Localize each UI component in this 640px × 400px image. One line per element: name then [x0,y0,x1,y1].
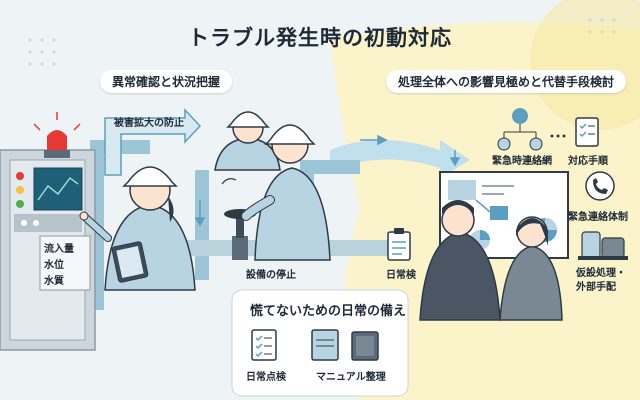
discussion-woman [499,216,563,321]
daily-inspection-right-label: 日常検 [386,270,416,281]
preparation-title: 慌てないための日常の備え [250,304,407,319]
prevent-spread-label: 被害拡大の防止 [114,118,184,129]
daily-check-label: 日常点検 [246,372,286,383]
page-title: トラブル発生時の初動対応 [188,26,452,50]
response-procedure-label: 対応手順 [568,156,608,167]
org-chart-icon [497,108,566,151]
alarm-light [33,112,81,158]
daily-check-icon [251,329,277,361]
worker-back [214,111,281,171]
inspector-woman [79,166,196,291]
section-left-label: 異常確認と状況把握 [100,70,233,93]
worker-front [221,124,331,261]
emergency-network-label: 緊急時連絡網 [492,156,552,167]
stop-equipment-label: 設備の停止 [246,270,296,281]
flow-arrow-right [330,140,470,178]
temp-treatment-label-1: 仮設処理・ [576,268,626,279]
prevent-spread-arrow [104,108,202,176]
panel-item-inflow: 流入量 [44,244,74,255]
dot-pattern [28,18,616,66]
sun-glow [530,0,640,130]
manual-book-icon [351,331,379,361]
procedure-checklist-icon [575,117,599,147]
emergency-contact-label: 緊急連絡体制 [568,212,628,223]
panel-item-level: 水位 [44,260,64,271]
temporary-tanks-icon [578,231,628,260]
manual-binder-icon [311,329,339,361]
manual-org-label: マニュアル整理 [316,372,386,383]
temp-treatment-label-2: 外部手配 [576,282,616,293]
section-right-label: 処理全体への影響見極めと代替手段検討 [386,70,627,93]
panel-item-quality: 水質 [44,276,64,287]
phone-icon [585,171,615,201]
daily-clipboard-icon [387,228,411,261]
discussion-man [419,200,501,321]
